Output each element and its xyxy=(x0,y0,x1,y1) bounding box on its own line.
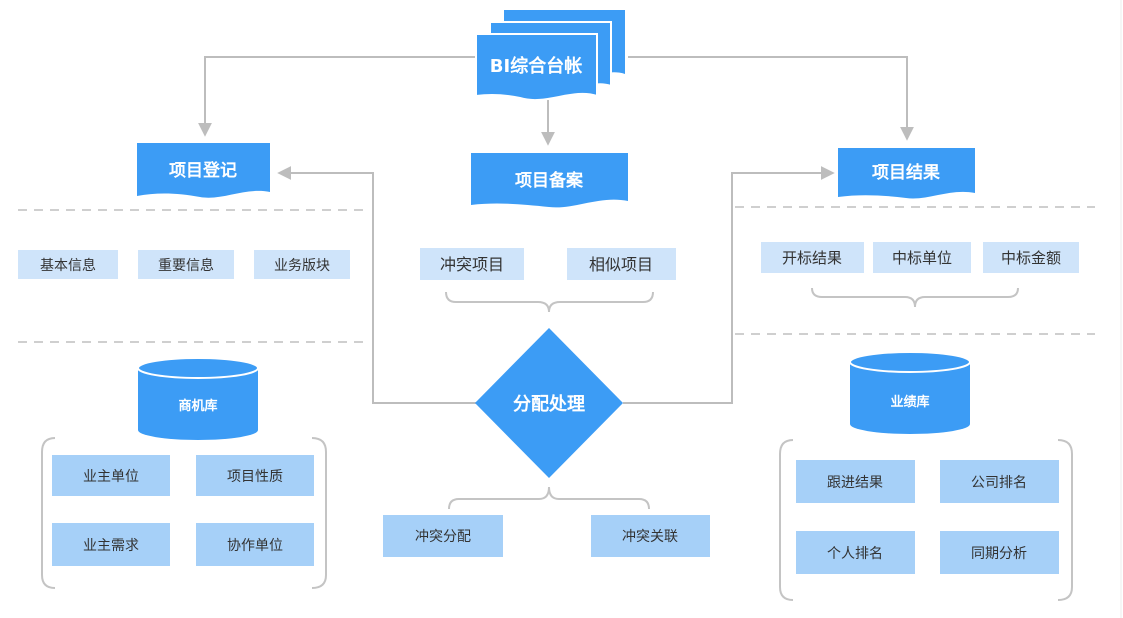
bracket-right-open xyxy=(779,439,794,601)
tag-winning-bidder xyxy=(873,242,971,273)
database-performance-top xyxy=(849,351,971,373)
database-opportunity-top xyxy=(137,357,259,379)
tag-bid-opening-result-label: 开标结果 xyxy=(782,249,842,267)
middle-outputs: 冲突分配 冲突关联 xyxy=(383,515,710,557)
item-period-analysis xyxy=(940,531,1059,574)
database-opportunity-label: 商机库 xyxy=(178,398,217,414)
item-personal-ranking xyxy=(796,531,915,574)
bracket-left-close xyxy=(311,437,327,589)
right-items-group: 跟进结果 公司排名 个人排名 同期分析 xyxy=(779,439,1073,601)
item-personal-ranking-label: 个人排名 xyxy=(827,546,883,562)
database-opportunity: 商机库 xyxy=(137,357,259,440)
item-owner-demand-label: 业主需求 xyxy=(83,538,139,554)
item-owner-unit xyxy=(52,455,170,496)
item-project-nature-label: 项目性质 xyxy=(227,469,283,485)
left-tags: 基本信息 重要信息 业务版块 xyxy=(18,250,350,279)
tag-bid-opening-result xyxy=(761,242,864,273)
item-owner-unit-label: 业主单位 xyxy=(83,469,139,485)
middle-tags: 冲突项目 相似项目 xyxy=(420,248,676,280)
item-company-ranking-label: 公司排名 xyxy=(971,475,1027,491)
left-items-group: 业主单位 项目性质 业主需求 协作单位 xyxy=(41,437,327,589)
output-conflict-allocation xyxy=(383,515,503,557)
central-doc-stack: BI综合台帐 xyxy=(475,10,625,102)
tag-conflict-project-label: 冲突项目 xyxy=(440,255,504,274)
tag-conflict-project xyxy=(420,248,524,280)
output-conflict-allocation-label: 冲突分配 xyxy=(415,529,471,545)
output-conflict-association xyxy=(591,515,710,557)
item-company-ranking xyxy=(940,460,1059,503)
separators xyxy=(18,206,1095,343)
header-registration-label: 项目登记 xyxy=(169,160,237,181)
item-owner-demand xyxy=(52,523,170,566)
header-registration: 项目登记 xyxy=(137,143,270,198)
header-result-label: 项目结果 xyxy=(872,162,940,183)
bracket-right-close xyxy=(1057,439,1073,601)
brace-right-tags xyxy=(811,287,1019,308)
central-title: BI综合台帐 xyxy=(490,55,582,77)
output-conflict-association-label: 冲突关联 xyxy=(622,529,678,545)
brace-middle-tags xyxy=(445,291,654,313)
tag-business-segment-label: 业务版块 xyxy=(274,258,330,274)
header-result: 项目结果 xyxy=(838,148,975,199)
item-follow-up-result-label: 跟进结果 xyxy=(827,475,883,491)
database-opportunity-body xyxy=(138,368,258,440)
database-performance-body xyxy=(850,362,970,434)
decision-label: 分配处理 xyxy=(513,393,585,415)
header-filing-label: 项目备案 xyxy=(515,170,584,191)
database-performance: 业绩库 xyxy=(849,351,971,434)
connector-central-to-result xyxy=(628,56,914,141)
tag-important-info-label: 重要信息 xyxy=(158,257,214,274)
connector-central-to-registration xyxy=(198,56,478,137)
item-period-analysis-label: 同期分析 xyxy=(971,546,1027,562)
tag-basic-info-label: 基本信息 xyxy=(40,257,96,274)
tag-basic-info xyxy=(18,250,118,279)
tag-business-segment xyxy=(254,250,350,279)
bracket-left-open xyxy=(41,437,56,589)
tag-important-info xyxy=(138,250,234,279)
brace-decision-outputs xyxy=(448,486,650,510)
connector-decision-to-registration xyxy=(277,166,477,404)
tag-similar-project-label: 相似项目 xyxy=(589,255,653,274)
item-cooperation-unit-label: 协作单位 xyxy=(227,538,283,554)
database-performance-label: 业绩库 xyxy=(890,394,929,410)
connectors xyxy=(198,56,914,404)
tag-similar-project xyxy=(567,248,676,280)
item-project-nature xyxy=(196,455,314,496)
item-follow-up-result xyxy=(796,460,915,503)
decision-diamond: 分配处理 xyxy=(475,328,623,478)
tag-winning-amount-label: 中标金额 xyxy=(1001,249,1061,267)
tag-winning-amount xyxy=(983,242,1079,273)
right-tags: 开标结果 中标单位 中标金额 xyxy=(761,242,1079,273)
connector-decision-to-result xyxy=(623,166,835,404)
header-filing: 项目备案 xyxy=(471,153,628,208)
tag-winning-bidder-label: 中标单位 xyxy=(892,249,952,267)
doc-sheet-front xyxy=(475,33,598,102)
braces xyxy=(445,287,1019,510)
item-cooperation-unit xyxy=(196,523,314,566)
